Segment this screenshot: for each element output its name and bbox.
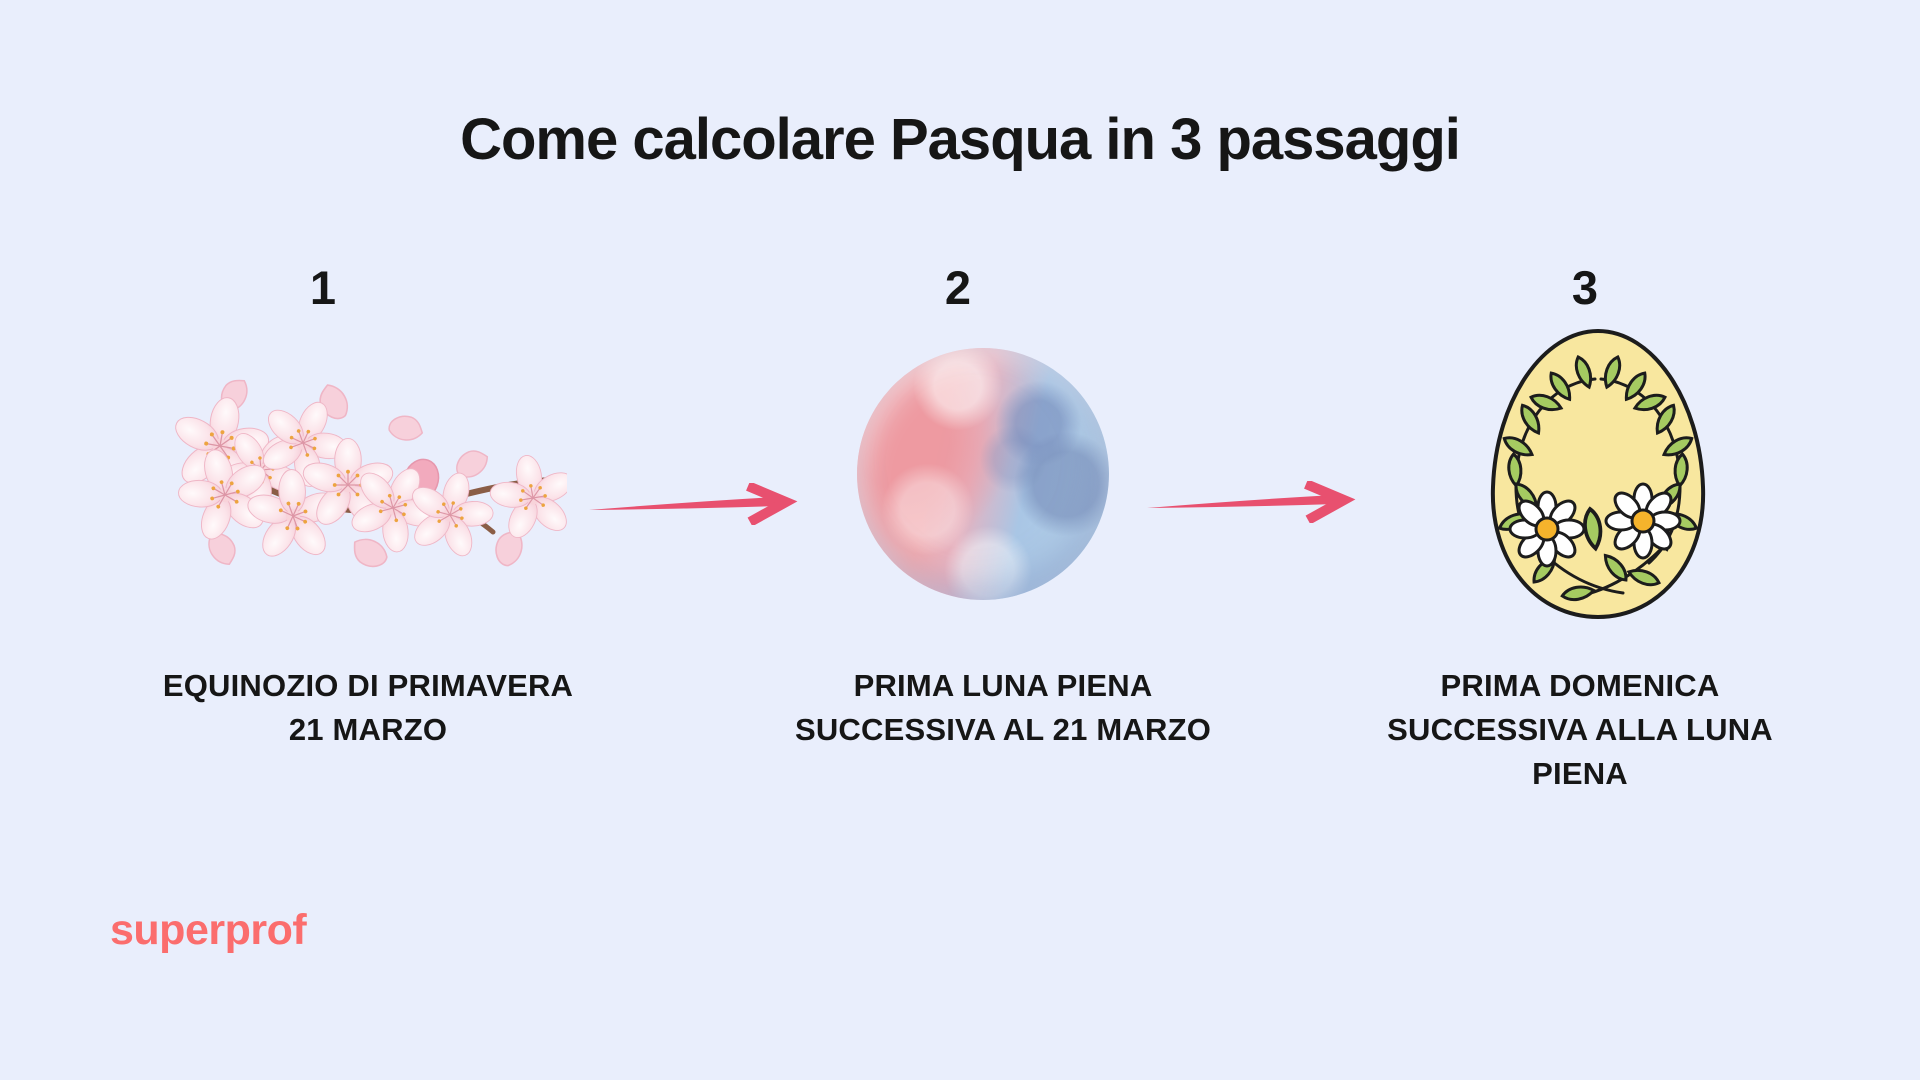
- superprof-logo: superprof: [110, 906, 307, 954]
- easter-egg-icon: [1490, 328, 1706, 620]
- step-1-caption: EQUINOZIO DI PRIMAVERA 21 MARZO: [162, 668, 574, 747]
- cherry-blossom-icon: [160, 373, 567, 578]
- arrow-right-icon: [1147, 481, 1356, 523]
- step-2-number: 2: [944, 261, 972, 314]
- step-1-number: 1: [309, 261, 337, 314]
- arrow-right-icon: [589, 483, 798, 525]
- step-2-caption: PRIMA LUNA PIENA SUCCESSIVA AL 21 MARZO: [794, 668, 1212, 747]
- step-3-caption: PRIMA DOMENICA SUCCESSIVA ALLA LUNA PIEN…: [1387, 668, 1773, 791]
- step-3-number: 3: [1571, 261, 1599, 314]
- full-moon-icon: [857, 348, 1109, 600]
- page-title: Come calcolare Pasqua in 3 passaggi: [460, 107, 1461, 172]
